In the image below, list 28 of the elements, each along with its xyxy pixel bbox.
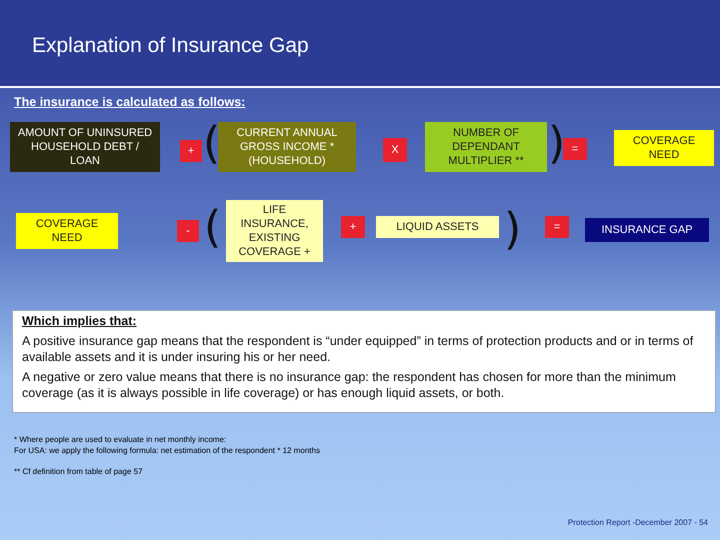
parenthesis: ) — [504, 208, 522, 252]
result-box: COVERAGE NEED — [614, 130, 714, 166]
section-heading: Which implies that: — [22, 314, 138, 328]
operator-sign: = — [563, 138, 587, 160]
parenthesis: ( — [204, 206, 222, 250]
parenthesis: ) — [548, 122, 566, 166]
operator-sign: X — [383, 138, 407, 162]
formula-term-box: LIQUID ASSETS — [376, 216, 499, 238]
result-box: INSURANCE GAP — [585, 218, 709, 242]
footnote: For USA: we apply the following formula: net estimation of the respondent * 12 months — [14, 446, 320, 456]
page-footer: Protection Report -December 2007 - 54 — [568, 518, 708, 527]
formula-term-box: LIFE INSURANCE, EXISTING COVERAGE + — [226, 200, 323, 262]
paragraph: A positive insurance gap means that the respondent is “under equipped” in terms of protection products and or in terms of available assets and it is under insuring his or her need. — [22, 333, 694, 365]
footnote: ** Cf definition from table of page 57 — [14, 467, 143, 477]
footnote: * Where people are used to evaluate in net monthly income: — [14, 435, 226, 445]
paragraph: A negative or zero value means that there is no insurance gap: the respondent has chosen for more than the minimum coverage (as it is always possible in life coverage) or has enough liquid assets, or both. — [22, 369, 677, 401]
subtitle: The insurance is calculated as follows: — [14, 95, 246, 109]
formula-term-box: NUMBER OF DEPENDANT MULTIPLIER ** — [425, 122, 547, 172]
note-panel — [12, 310, 716, 413]
formula-term-box: AMOUNT OF UNINSURED HOUSEHOLD DEBT / LOAN — [10, 122, 160, 172]
operator-sign: + — [341, 216, 365, 238]
operator-sign: + — [180, 140, 202, 162]
result-box: COVERAGE NEED — [16, 213, 118, 249]
slide-title: Explanation of Insurance Gap — [32, 34, 309, 58]
formula-term-box: CURRENT ANNUAL GROSS INCOME * (HOUSEHOLD) — [218, 122, 356, 172]
operator-sign: = — [545, 216, 569, 238]
parenthesis: ( — [203, 122, 220, 166]
operator-sign: - — [177, 220, 199, 242]
